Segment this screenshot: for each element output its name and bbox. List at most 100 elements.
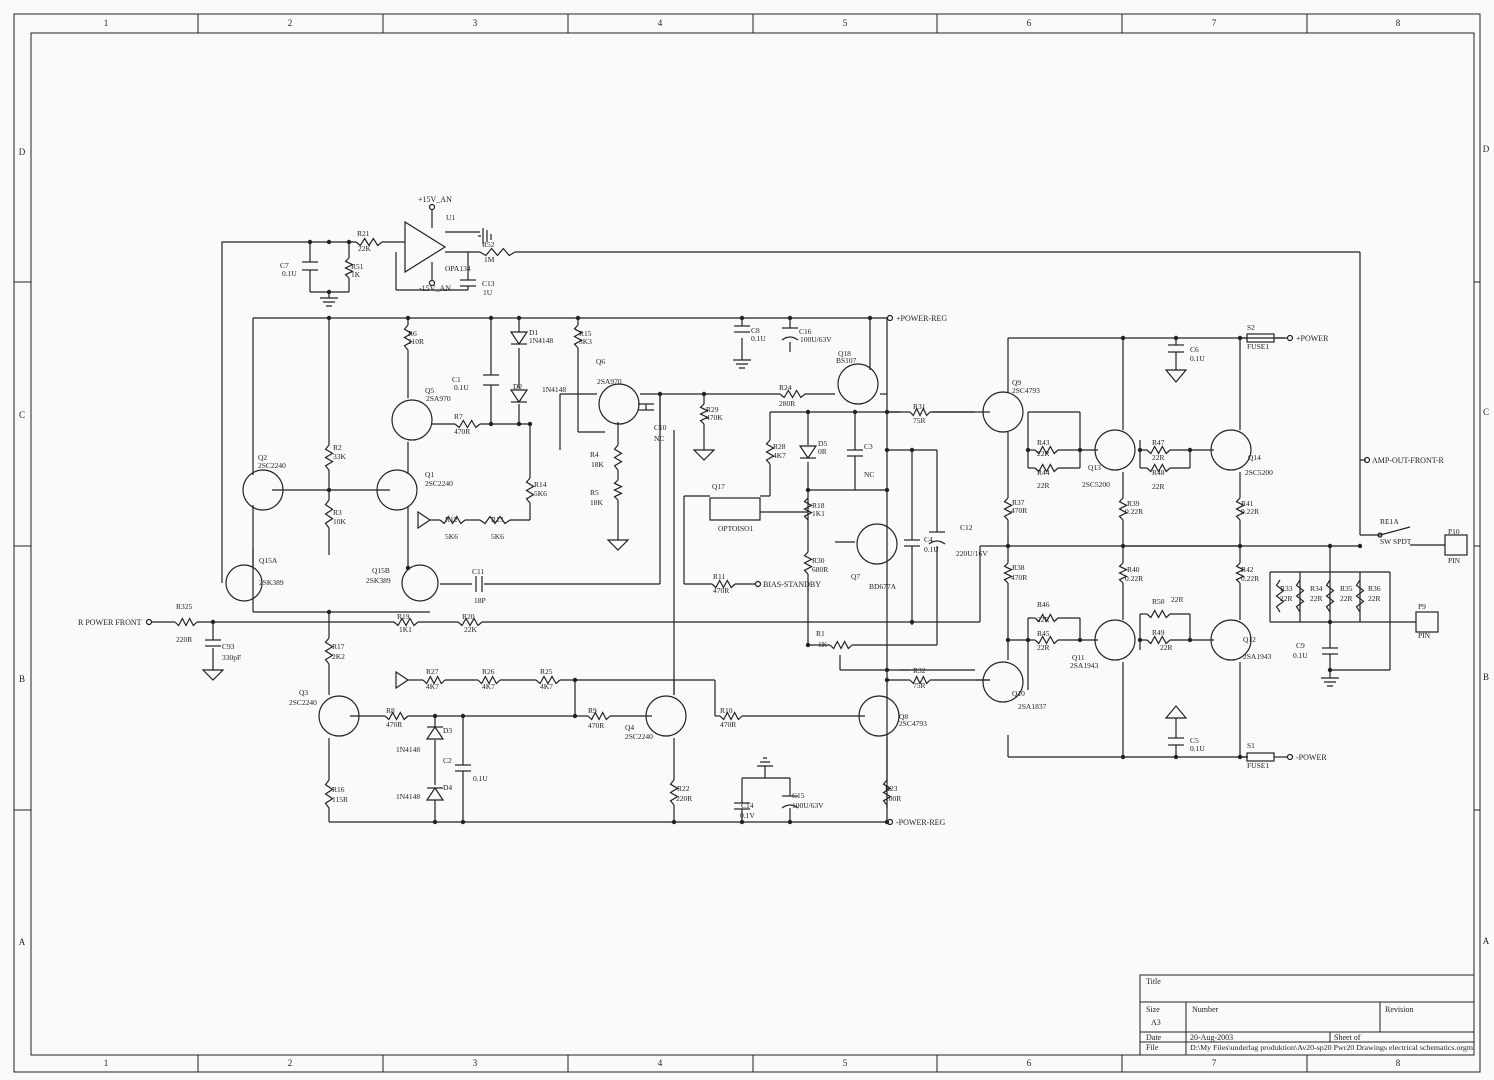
component-ref: R7 xyxy=(454,412,463,421)
component-ref: Q15B xyxy=(372,566,390,575)
junction-dot xyxy=(432,819,438,825)
component-ref: C6 xyxy=(1190,345,1199,354)
component-ref: R42 xyxy=(1241,565,1254,574)
component-ref: C9 xyxy=(1296,641,1305,650)
component-ref: U1 xyxy=(446,213,455,222)
component-value: 22R xyxy=(1037,643,1050,652)
component-value: 0.22R xyxy=(1125,574,1143,583)
resistor-symbol xyxy=(479,247,516,257)
junction-dot xyxy=(527,421,533,427)
junction-dot xyxy=(1357,543,1363,549)
component-ref: Q18 xyxy=(838,349,851,358)
resistor-symbol xyxy=(573,324,583,349)
component-value: 0.1U xyxy=(473,774,488,783)
port-input: R POWER FRONT xyxy=(78,618,142,627)
component-value: 0.1V xyxy=(740,811,755,820)
component-value: 2SK389 xyxy=(366,576,391,585)
junction-dot xyxy=(575,315,581,321)
component-labels: U1OPA134R2122KR511KC70.1UR521MC131UR6110… xyxy=(176,213,1461,820)
resistor-symbol xyxy=(1235,562,1245,584)
component-ref: D1 xyxy=(529,328,538,337)
component-ref: Q12 xyxy=(1243,635,1256,644)
component-ref: C7 xyxy=(280,261,289,270)
revision-label: Revision xyxy=(1385,1005,1413,1014)
component-value: 0.1U xyxy=(454,383,469,392)
junction-dot xyxy=(460,713,466,719)
resistor-symbol xyxy=(1295,579,1305,613)
component-value: 1K1 xyxy=(399,625,412,634)
resistor-symbol xyxy=(699,403,709,425)
junction-dot xyxy=(307,239,313,245)
port-power-pos: +POWER xyxy=(1296,334,1329,343)
junction-dot xyxy=(909,447,915,453)
resistor-symbol xyxy=(344,257,354,279)
inner-border xyxy=(30,32,1475,1056)
resistor-symbol xyxy=(324,779,334,809)
component-value: 18P xyxy=(474,596,486,605)
component-value: 18K xyxy=(590,498,604,507)
junction-dot xyxy=(1077,637,1083,643)
component-value: 100U/63V xyxy=(792,801,824,810)
component-ref: C5 xyxy=(1190,736,1199,745)
port-vcc: +15V_AN xyxy=(418,195,452,204)
component-value: 0.1U xyxy=(1293,651,1308,660)
junction-dot xyxy=(1005,637,1011,643)
component-ref: Q11 xyxy=(1072,653,1085,662)
component-ref: Q17 xyxy=(712,482,725,491)
component-value: 0.1U xyxy=(282,269,297,278)
component-ref: R12 xyxy=(445,515,458,524)
component-ref: R8 xyxy=(386,706,395,715)
resistor-symbol xyxy=(669,779,679,806)
resistor-symbol xyxy=(479,515,511,525)
component-value: PIN xyxy=(1448,556,1461,565)
resistor-symbol xyxy=(829,640,853,650)
resistor-symbol xyxy=(393,617,419,627)
resistor-symbol xyxy=(324,444,334,471)
size-label: Size xyxy=(1146,1005,1160,1014)
junction-dot xyxy=(884,487,890,493)
component-value: 75R xyxy=(913,681,926,690)
junction-dot xyxy=(909,619,915,625)
resistor-symbol xyxy=(803,551,813,575)
component-ref: R9 xyxy=(588,706,597,715)
component-value: 22R xyxy=(1160,643,1173,652)
component-value: 4K7 xyxy=(482,682,495,691)
junction-dot xyxy=(1120,335,1126,341)
junction-dot xyxy=(1137,637,1143,643)
component-ref: C15 xyxy=(792,791,805,800)
junction-dot xyxy=(852,409,858,415)
component-value: 2SC2240 xyxy=(289,698,317,707)
component-ref: R49 xyxy=(1152,628,1165,637)
row-label: C xyxy=(19,410,25,420)
component-value: 220R xyxy=(676,794,692,803)
component-ref: S1 xyxy=(1247,741,1255,750)
component-ref: C16 xyxy=(799,327,812,336)
col-label: 3 xyxy=(473,1058,478,1068)
component-value: 2SA970 xyxy=(426,394,451,403)
col-label: 1 xyxy=(104,1058,109,1068)
junction-dot xyxy=(405,315,411,321)
component-ref: R15 xyxy=(579,329,592,338)
resistor-symbol xyxy=(719,711,743,721)
junction-dot xyxy=(787,315,793,321)
junction-dot xyxy=(1237,543,1243,549)
component-value: 0.1U xyxy=(1190,354,1205,363)
component-ref: R22 xyxy=(677,784,690,793)
component-ref: R26 xyxy=(482,667,495,676)
resistor-symbol xyxy=(1275,579,1285,613)
junction-dot xyxy=(1173,335,1179,341)
component-value: 5K6 xyxy=(491,532,504,541)
junction-dot xyxy=(460,819,466,825)
component-ref: R17 xyxy=(332,642,345,651)
wires xyxy=(152,210,1445,823)
junction-dot xyxy=(1237,335,1243,341)
junction-dot xyxy=(1327,543,1333,549)
component-value: 470R xyxy=(713,586,729,595)
component-value: 2SA1943 xyxy=(1243,652,1272,661)
component-ref: R13 xyxy=(491,515,504,524)
component-ref: R5 xyxy=(590,488,599,497)
component-value: 470R xyxy=(720,720,736,729)
resistor-symbol xyxy=(355,237,383,247)
resistor-symbol xyxy=(384,711,409,721)
junction-dot xyxy=(326,609,332,615)
